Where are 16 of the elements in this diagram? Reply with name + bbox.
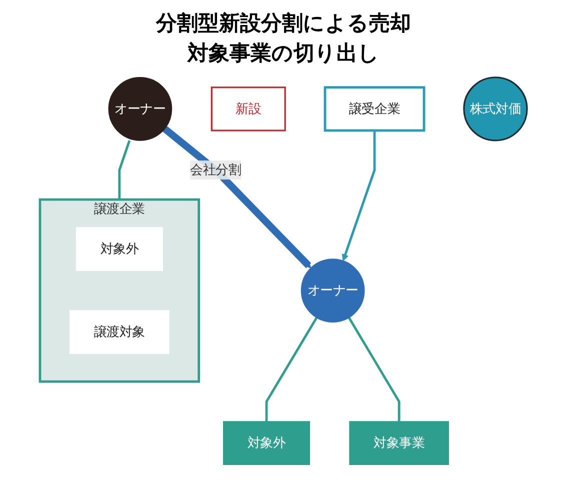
connector xyxy=(348,316,400,422)
node-circle: 株式対価 xyxy=(463,76,528,142)
node-box: 対象事業 xyxy=(349,420,449,465)
edge-label: 会社分割 xyxy=(190,162,242,178)
node-box: 対象外 xyxy=(223,420,310,465)
arrow xyxy=(162,126,312,268)
node-box: 新設 xyxy=(210,86,286,132)
node-box: 対象外 xyxy=(76,226,163,271)
node-circle: オーナー xyxy=(300,258,365,322)
diagram-title: 分割型新設分割による売却対象事業の切り出し xyxy=(154,10,412,68)
arrow xyxy=(342,130,376,261)
node-box: 譲受企業 xyxy=(324,86,426,132)
node-box: 譲渡対象 xyxy=(70,310,170,354)
node-circle: オーナー xyxy=(108,76,172,141)
connector xyxy=(118,140,131,200)
connector xyxy=(265,316,318,422)
